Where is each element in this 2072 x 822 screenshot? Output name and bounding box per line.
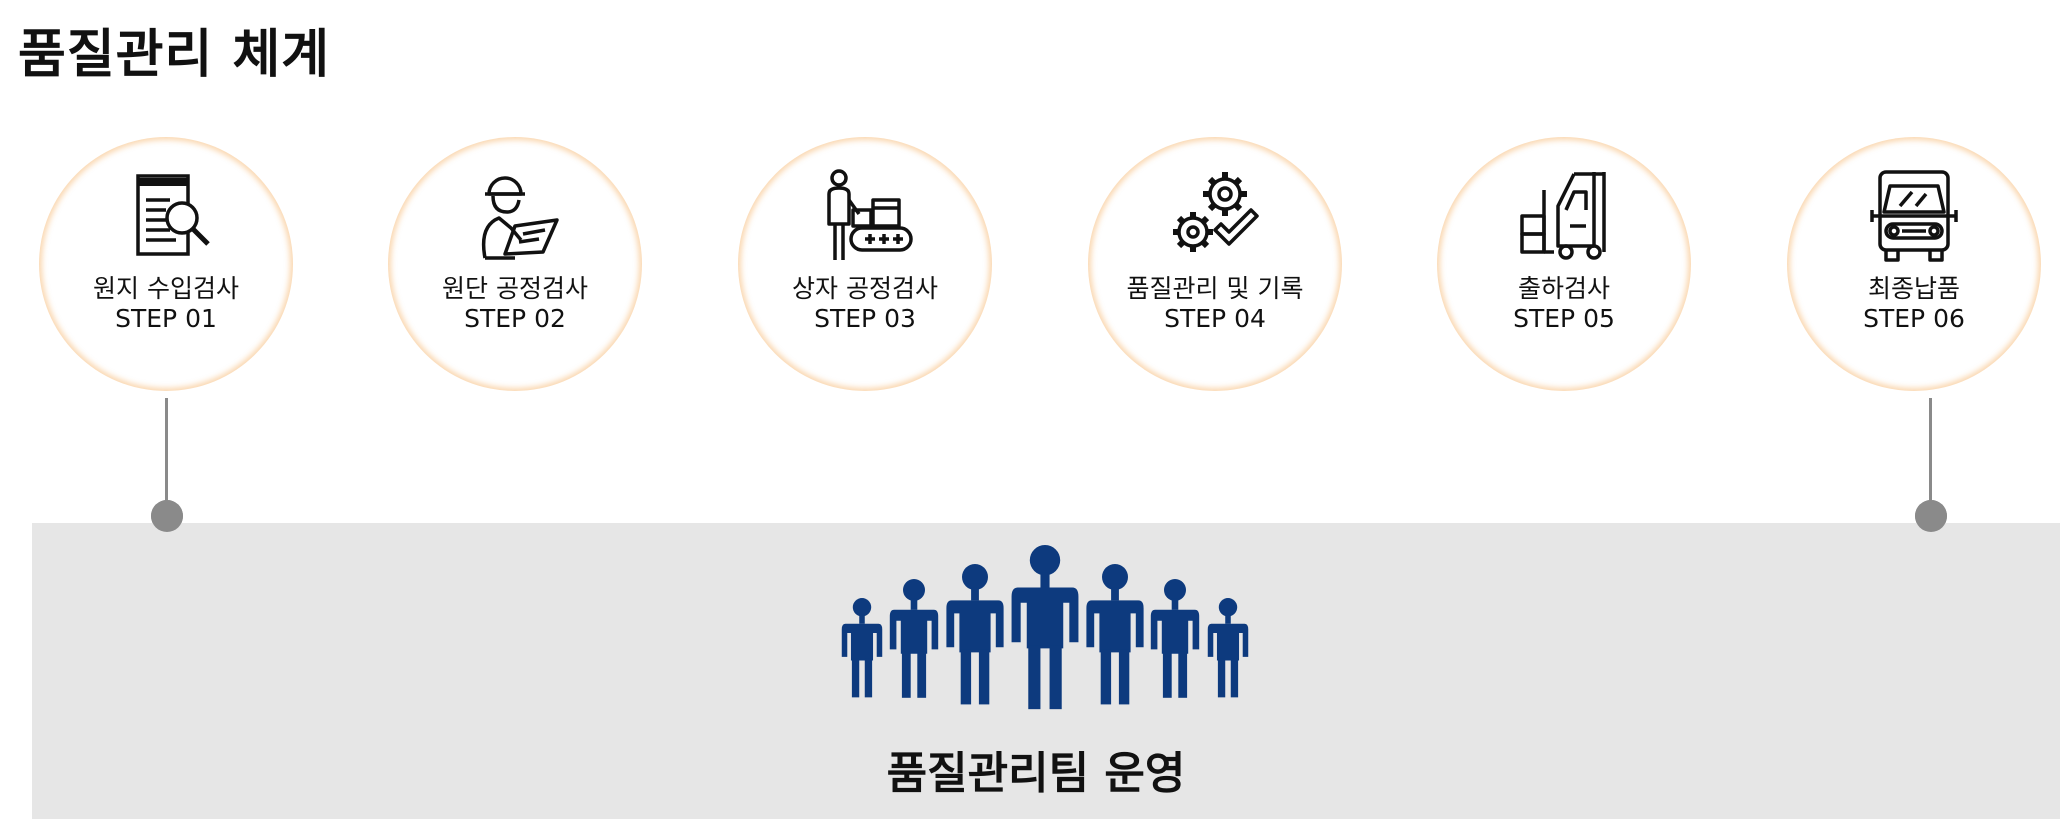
connector-line-right (1929, 398, 1932, 518)
connector-dot-left-front (151, 500, 183, 532)
connector-dot-right-front (1915, 500, 1947, 532)
step-04: 품질관리 및 기록 STEP 04 (1067, 116, 1363, 412)
step-number: STEP 05 (1513, 304, 1615, 333)
team-people-icon (841, 545, 1249, 710)
forklift-icon (1520, 172, 1606, 260)
page-title: 품질관리 체계 (18, 25, 331, 85)
conveyor-worker-icon (827, 169, 913, 260)
step-number: STEP 04 (1164, 304, 1266, 333)
step-name: 상자 공정검사 (792, 274, 938, 303)
step-name: 원지 수입검사 (93, 274, 239, 303)
gears-check-icon (1173, 172, 1259, 252)
step-number: STEP 06 (1863, 304, 1965, 333)
step-name: 최종납품 (1867, 274, 1960, 303)
step-06: 최종납품 STEP 06 (1766, 116, 2062, 412)
step-03: 상자 공정검사 STEP 03 (717, 116, 1013, 412)
step-number: STEP 02 (464, 304, 566, 333)
document-magnifier-icon (136, 174, 210, 256)
step-number: STEP 01 (115, 304, 217, 333)
step-05: 출하검사 STEP 05 (1416, 116, 1712, 412)
step-name: 품질관리 및 기록 (1126, 274, 1304, 303)
worker-inspecting-icon (481, 176, 559, 260)
team-label: 품질관리팀 운영 (886, 748, 1186, 799)
connector-line-left (165, 398, 168, 518)
step-name: 원단 공정검사 (442, 274, 588, 303)
step-01: 원지 수입검사 STEP 01 (18, 116, 314, 412)
step-name: 출하검사 (1517, 274, 1610, 303)
truck-icon (1870, 170, 1958, 262)
step-number: STEP 03 (814, 304, 916, 333)
step-02: 원단 공정검사 STEP 02 (367, 116, 663, 412)
